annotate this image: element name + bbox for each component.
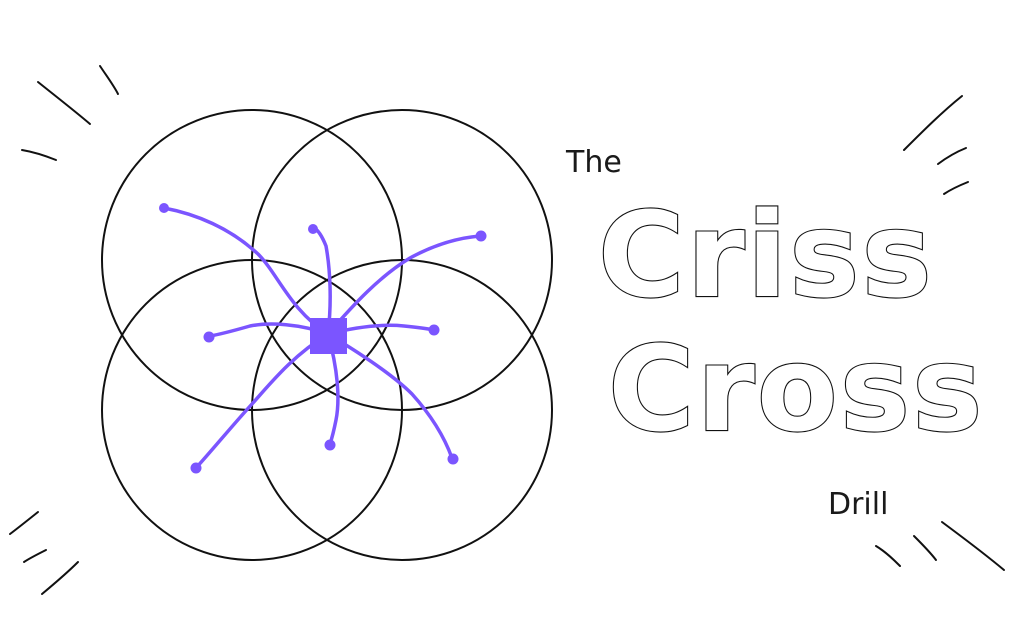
endpoint-dot	[475, 230, 487, 242]
title-prefix: The	[565, 145, 622, 180]
center-square-marker	[310, 318, 347, 354]
emphasis-stroke	[941, 521, 1005, 571]
drill-path-lower-left	[194, 332, 330, 470]
title-line-1: Criss	[598, 186, 934, 324]
emphasis-stroke	[21, 149, 57, 161]
endpoint-dot	[203, 331, 215, 343]
drill-paths	[162, 206, 482, 470]
emphasis-stroke	[903, 95, 963, 151]
endpoint-dot	[190, 462, 202, 474]
drill-path-lower-right	[326, 332, 454, 460]
circle-bottom-right	[251, 259, 553, 561]
drill-path-upper-left	[162, 206, 330, 336]
drill-path-left	[208, 322, 330, 338]
drill-path-upper-middle	[312, 226, 332, 336]
emphasis-stroke	[913, 535, 937, 561]
emphasis-stroke	[943, 181, 969, 195]
emphasis-strokes	[9, 65, 1005, 595]
drill-endpoints	[159, 203, 487, 474]
drill-path-right	[326, 323, 436, 336]
emphasis-stroke	[99, 65, 119, 95]
title-line-2: Cross	[608, 320, 984, 458]
circle-bottom-left	[101, 259, 403, 561]
drill-path-upper-right	[326, 234, 482, 336]
emphasis-stroke	[9, 511, 39, 535]
endpoint-dot	[308, 224, 318, 234]
emphasis-stroke	[937, 147, 967, 165]
emphasis-stroke	[41, 561, 79, 595]
endpoint-dot	[447, 453, 459, 465]
endpoint-dot	[159, 203, 169, 213]
title-suffix: Drill	[828, 487, 888, 522]
drill-path-lower-middle	[326, 332, 340, 446]
emphasis-stroke	[23, 549, 47, 563]
endpoint-dot	[428, 324, 440, 336]
endpoint-dot	[324, 439, 336, 451]
emphasis-stroke	[37, 81, 91, 125]
emphasis-stroke	[875, 545, 901, 567]
overlapping-circles	[101, 109, 553, 561]
